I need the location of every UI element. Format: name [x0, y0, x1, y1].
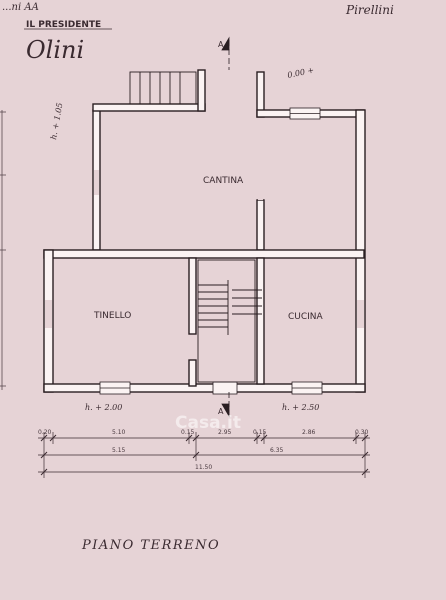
opening-tinello-left — [45, 300, 52, 328]
level-cucina: h. + 2.50 — [282, 403, 319, 412]
dim-r1-5: 2.86 — [302, 429, 316, 436]
dim-r1-0: 0.20 — [38, 429, 52, 436]
wall-middle — [43, 249, 365, 259]
exterior-stair — [129, 71, 197, 105]
door-entrance — [212, 381, 238, 395]
dim-r2-0: 5.15 — [112, 447, 126, 454]
wall-cantina-inner-right — [256, 199, 265, 251]
dim-r2-1: 6.35 — [270, 447, 284, 454]
plan-title: PIANO TERRENO — [81, 538, 220, 553]
opening-cantina-left — [94, 170, 99, 195]
authority-title: IL PRESIDENTE — [26, 20, 101, 30]
dimension-ticks — [40, 434, 369, 476]
level-tinello: h. + 2.00 — [85, 403, 122, 412]
dim-r1-6: 0.30 — [355, 429, 369, 436]
president-signature: Olini — [26, 36, 84, 64]
wall-cucina-left — [256, 257, 265, 385]
wall-cantina-top-left — [92, 103, 206, 112]
dim-r1-3: 2.95 — [218, 429, 232, 436]
dim-r1-2: 0.15 — [181, 429, 195, 436]
section-line — [221, 36, 230, 418]
dim-total: 11.50 — [195, 464, 212, 471]
openings — [45, 118, 364, 328]
room-label-cucina: CUCINA — [288, 312, 324, 322]
opening-cantina-right — [258, 118, 263, 200]
wall-stair-top — [197, 69, 206, 112]
opening-cucina-right — [357, 300, 364, 328]
interior-stair — [197, 259, 262, 383]
watermark: Casa.it — [175, 413, 241, 433]
section-mark-top: A — [218, 40, 224, 49]
room-label-cantina: CANTINA — [203, 176, 244, 186]
windows — [99, 107, 323, 395]
corner-mark: ...ni AA — [2, 2, 39, 13]
wall-tinello-right-lower — [188, 359, 197, 387]
top-right-signature: Pirellini — [345, 3, 394, 17]
wall-tinello-right — [188, 257, 197, 335]
room-label-tinello: TINELLO — [93, 311, 131, 321]
left-margin-marks — [0, 110, 6, 390]
dim-r1-4: 0.15 — [253, 429, 267, 436]
section-mark-bottom: A — [218, 407, 224, 416]
wall-bottom — [43, 383, 366, 393]
dim-r1-1: 5.10 — [112, 429, 126, 436]
